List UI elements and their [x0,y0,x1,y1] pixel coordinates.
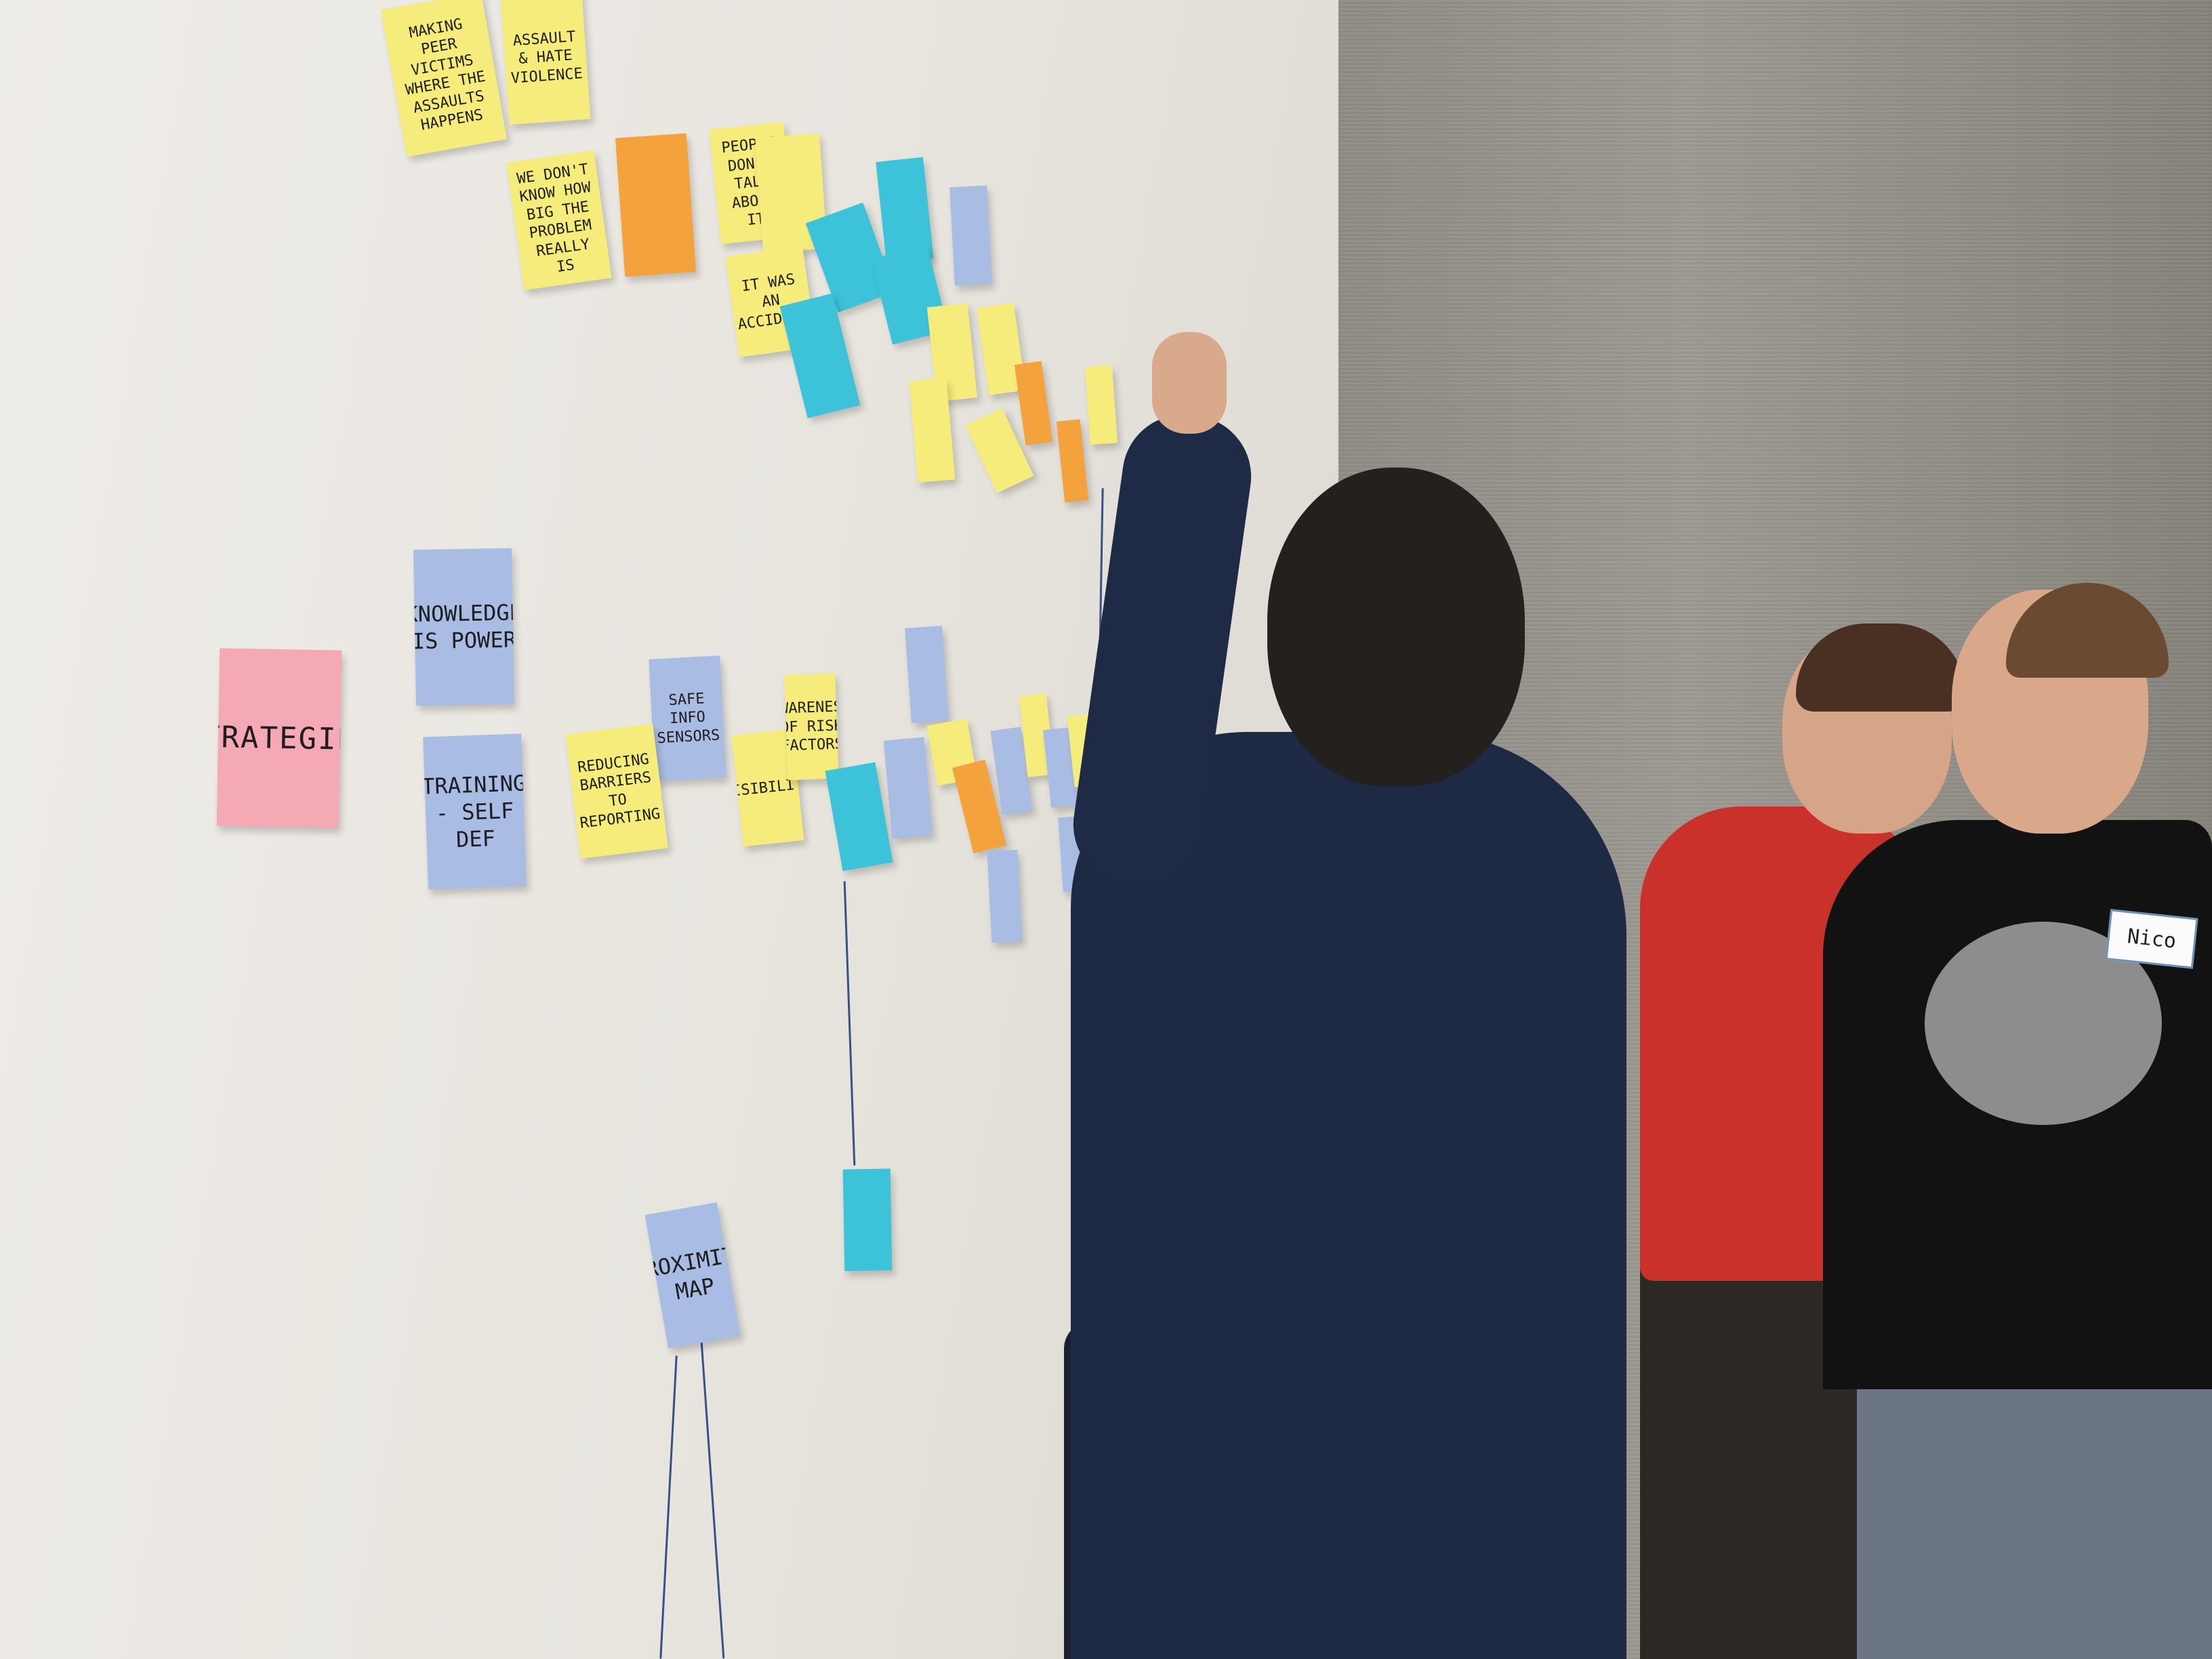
sticky-note[interactable] [1085,365,1118,445]
sticky-note[interactable] [615,133,697,277]
sticky-note[interactable]: KNOWLEDGE IS POWER [413,548,514,706]
person-center-sweater [1071,732,1626,1659]
sticky-note[interactable] [949,185,992,286]
sticky-note[interactable] [987,849,1023,943]
sticky-note[interactable]: ASSAULT & HATE VIOLENCE [500,0,591,125]
sticky-note[interactable]: WE DON'T KNOW HOW BIG THE PROBLEM REALLY… [506,150,612,291]
sticky-note[interactable] [905,626,949,723]
person-black-shirt-legs [1857,1349,2212,1659]
name-tag: Nico [2105,909,2198,969]
sticky-note[interactable]: SAFE INFO SENSORS [649,655,726,781]
sticky-note[interactable]: TRAINING - SELF DEF [423,733,527,890]
person-center-head [1267,468,1525,786]
sticky-note-strategies[interactable]: STRATEGIES [216,648,342,828]
sticky-note[interactable] [842,1168,893,1271]
person-center-hand [1152,332,1227,434]
person-red-shirt-hair [1796,623,1965,712]
sticky-note[interactable]: AWARENESS OF RISK FACTORS [784,673,839,781]
sticky-note[interactable]: REDUCING BARRIERS TO REPORTING [565,723,668,859]
sticky-note[interactable] [883,737,933,839]
